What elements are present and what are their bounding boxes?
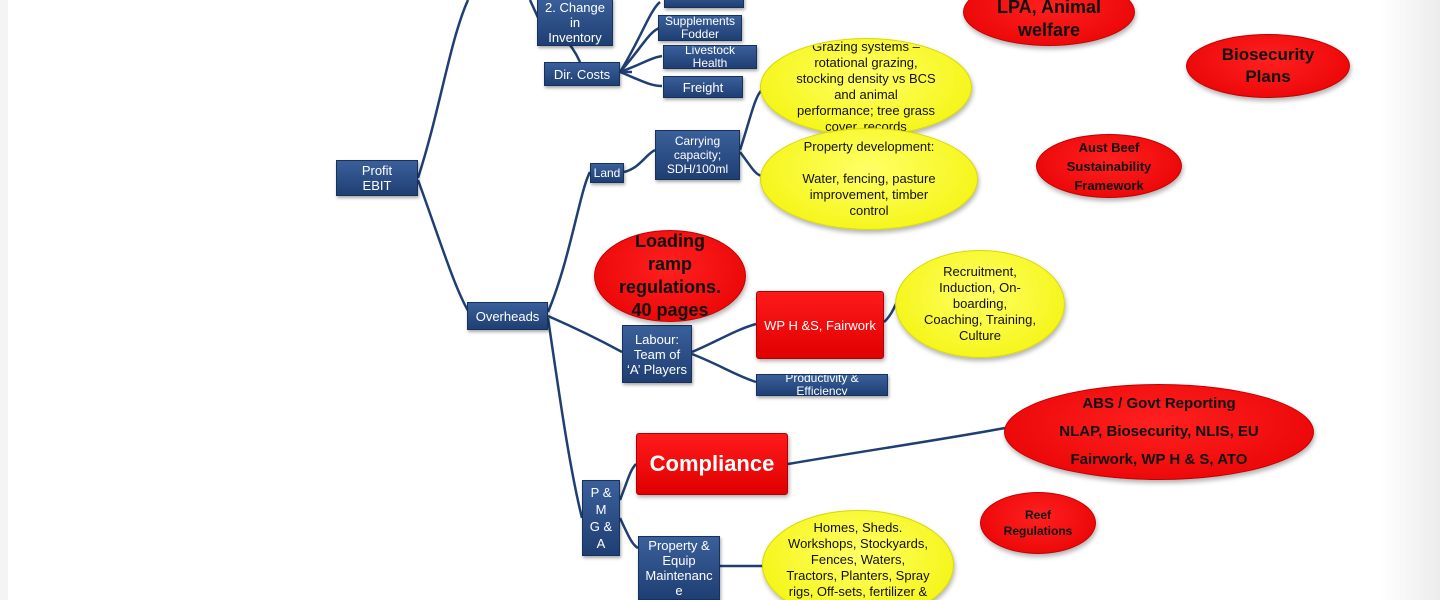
note-loading-ramp: Loading ramp regulations. 40 pages	[594, 230, 746, 322]
connector-pmga-property	[618, 517, 639, 550]
note-reef-regulations: Reef Regulations	[980, 492, 1096, 554]
connector-profit-up	[416, 0, 470, 179]
node-compliance[interactable]: Compliance	[636, 433, 788, 495]
connector-dir-health	[619, 54, 663, 74]
node-labour[interactable]: Labour: Team of ‘A’ Players	[622, 325, 692, 383]
node-change-in-inventory[interactable]: 2. Change in Inventory	[537, 0, 613, 46]
node-livestock-health[interactable]: Livestock Health	[663, 45, 757, 69]
node-profit-ebit[interactable]: Profit EBIT	[336, 160, 418, 196]
node-dir-costs[interactable]: Dir. Costs	[544, 62, 620, 86]
note-grazing-systems: Grazing systems – rotational grazing, st…	[760, 38, 972, 136]
note-homes-sheds: Homes, Sheds. Workshops, Stockyards, Fen…	[762, 510, 954, 600]
node-partial-top[interactable]	[664, 0, 744, 8]
connector-dir-freight	[619, 70, 663, 88]
note-abs-govt-reporting: ABS / Govt Reporting NLAP, Biosecurity, …	[1004, 384, 1314, 480]
node-pmga[interactable]: P & M G & A	[582, 480, 620, 556]
note-recruitment: Recruitment, Induction, On- boarding, Co…	[895, 250, 1065, 358]
connector-dir-top	[618, 1, 661, 73]
connector-overheads-labour	[547, 314, 623, 354]
node-supplements-fodder[interactable]: Supplements Fodder	[658, 15, 742, 41]
left-edge-strip	[0, 0, 8, 600]
node-wphs-fairwork[interactable]: WP H &S, Fairwork	[756, 291, 884, 359]
connector-profit-overheads	[416, 179, 472, 315]
connector-carry-property	[739, 151, 763, 178]
note-property-development: Property development: Water, fencing, pa…	[760, 128, 978, 230]
node-property-equip[interactable]: Property & Equip Maintenanc e	[638, 536, 720, 600]
connector-land-carry	[623, 148, 656, 174]
node-overheads[interactable]: Overheads	[467, 302, 548, 330]
right-edge-shadow	[1380, 0, 1440, 600]
connector-dir-supp	[619, 26, 661, 73]
connector-pmga-compliance	[618, 463, 637, 501]
connector-compliance-abs	[787, 426, 1006, 466]
node-carrying-capacity[interactable]: Carrying capacity; SDH/100ml	[655, 130, 740, 180]
node-land[interactable]: Land	[590, 163, 624, 183]
connector-labour-wphs	[691, 322, 757, 354]
connector-overheads-pmga	[546, 317, 584, 519]
connector-carry-grazing	[738, 88, 763, 151]
connector-overheads-land	[546, 171, 592, 313]
note-aust-beef-framework: Aust Beef Sustainability Framework	[1036, 134, 1182, 198]
node-productivity-efficiency[interactable]: Productivity & Efficiency	[756, 374, 888, 396]
node-freight[interactable]: Freight	[663, 76, 743, 98]
connector-labour-productivity	[691, 352, 757, 384]
note-biosecurity-plans: Biosecurity Plans	[1186, 34, 1350, 98]
